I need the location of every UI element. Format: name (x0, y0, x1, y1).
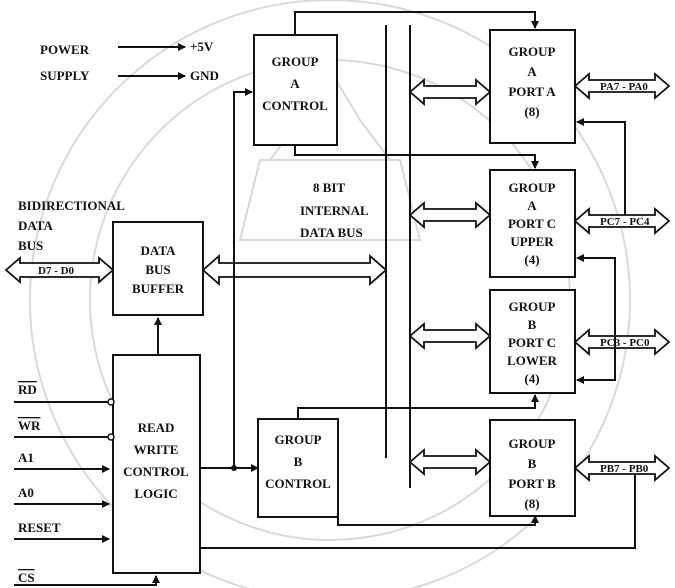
wr-label: WR (18, 418, 41, 433)
pc-feedback-line-a (577, 122, 625, 215)
port-a-label: GROUP (509, 44, 556, 59)
read-write-control-label: READ (138, 420, 175, 435)
internal-data-bus-arrow (203, 256, 386, 284)
pc-feedback-line-b (577, 258, 615, 342)
port-b-label-2: B (528, 456, 537, 471)
a1-label: A1 (18, 450, 34, 465)
gnd-label: GND (190, 68, 219, 83)
wr-bubble (108, 434, 114, 440)
port-b-label-3: PORT B (508, 476, 556, 491)
read-write-control-label-2: WRITE (134, 442, 179, 457)
group-b-to-port-b-line (338, 516, 535, 525)
group-b-control-label: GROUP (275, 432, 322, 447)
port-c-lower-label-5: (4) (524, 371, 539, 386)
port-b-label-4: (8) (524, 496, 539, 511)
port-c-lower-label-4: LOWER (507, 353, 557, 368)
bus-to-port-c-lower-arrow (410, 324, 490, 348)
port-c-upper-label-4: UPPER (510, 234, 554, 249)
cs-line (14, 576, 156, 585)
port-a-label-2: A (527, 64, 537, 79)
port-c-upper-label: GROUP (509, 180, 556, 195)
group-a-control-label: GROUP (272, 54, 319, 69)
internal-bus-label-3: DATA BUS (300, 225, 363, 240)
control-to-group-a-line (234, 92, 252, 468)
group-b-control-label-2: B (294, 454, 303, 469)
group-a-to-port-c-upper-line (295, 145, 535, 168)
bus-to-port-b-arrow (410, 450, 490, 474)
bidirectional-label-3: BUS (18, 238, 43, 253)
vcc-label: +5V (190, 39, 214, 54)
data-bus-buffer-label-2: BUS (145, 262, 170, 277)
rd-label: RD (18, 382, 37, 397)
read-write-control-label-4: LOGIC (134, 486, 177, 501)
data-bus-buffer-label-3: BUFFER (132, 281, 185, 296)
port-b-label: GROUP (509, 436, 556, 451)
port-c-lower-label-3: PORT C (508, 335, 556, 350)
power-supply-label: POWER (40, 42, 90, 57)
reset-label: RESET (18, 520, 61, 535)
port-a-label-3: PORT A (508, 84, 556, 99)
internal-bus-label: 8 BIT (313, 180, 345, 195)
bidirectional-label-2: DATA (18, 218, 54, 233)
port-c-lower-label-2: B (528, 317, 537, 332)
data-bus-pins-label: D7 - D0 (38, 265, 75, 277)
power-supply-label-2: SUPPLY (40, 68, 90, 83)
rd-bubble (108, 399, 114, 405)
group-b-to-port-c-lower-line (298, 395, 535, 419)
a0-label: A0 (18, 485, 34, 500)
pc-lower-port-label: PC3 - PC0 (600, 337, 650, 349)
port-c-upper-label-3: PORT C (508, 216, 556, 231)
pa-port-label: PA7 - PA0 (600, 81, 648, 93)
bus-to-port-c-upper-arrow (410, 203, 490, 227)
port-c-upper-label-2: A (527, 198, 537, 213)
pc-upper-port-label: PC7 - PC4 (600, 216, 650, 228)
pb-port-label: PB7 - PB0 (600, 463, 649, 475)
cs-label: CS (18, 570, 35, 585)
data-bus-buffer-label: DATA (141, 243, 177, 258)
group-b-control-label-3: CONTROL (265, 476, 331, 491)
port-c-upper-label-5: (4) (524, 252, 539, 267)
read-write-control-label-3: CONTROL (123, 464, 189, 479)
port-c-lower-label: GROUP (509, 299, 556, 314)
bus-to-port-a-arrow (410, 80, 490, 104)
port-a-label-4: (8) (524, 104, 539, 119)
internal-bus-label-2: INTERNAL (300, 203, 369, 218)
group-a-control-label-2: A (290, 76, 300, 91)
bidirectional-label: BIDIRECTIONAL (18, 198, 125, 213)
group-a-control-label-3: CONTROL (262, 98, 328, 113)
